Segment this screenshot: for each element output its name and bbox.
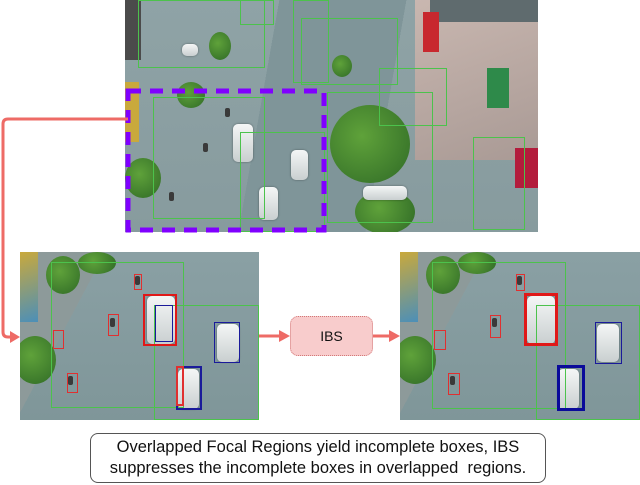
focal-region: [293, 0, 329, 83]
cyclist: [135, 276, 140, 285]
detection-box: [134, 274, 142, 290]
detection-box: [516, 274, 525, 291]
tree: [177, 82, 205, 108]
car: [597, 324, 619, 362]
focal-region: [138, 0, 265, 68]
focal-region: [153, 97, 265, 219]
detection-box-blue: [214, 322, 240, 363]
car: [259, 187, 278, 220]
tree: [209, 32, 231, 60]
caption-line-2: suppresses the incomplete boxes in overl…: [109, 459, 527, 477]
building-roof: [430, 0, 538, 22]
cyclist: [517, 276, 522, 285]
detection-box: [434, 330, 446, 350]
cyclist: [68, 376, 73, 385]
yellow-building: [20, 252, 38, 322]
tree: [332, 55, 352, 77]
car: [363, 186, 407, 200]
detection-box: [448, 373, 460, 395]
focal-region: [379, 68, 447, 126]
car: [217, 324, 239, 362]
focal-region: [327, 92, 433, 223]
arrowhead-icon: [10, 331, 20, 343]
cyclist: [492, 318, 497, 327]
tree: [20, 336, 56, 384]
focal-region: [473, 137, 525, 230]
left-detection-image: [20, 252, 259, 420]
focal-region: [51, 262, 184, 408]
incomplete-box-red: [176, 366, 184, 406]
car: [182, 44, 198, 56]
car: [558, 369, 579, 409]
cyclist: [169, 192, 174, 201]
detection-box: [490, 315, 501, 338]
focal-region: [240, 0, 274, 25]
top-aerial-image: [125, 0, 538, 232]
tree: [125, 158, 161, 198]
sign-green: [487, 68, 509, 108]
car: [291, 150, 308, 180]
building-left: [125, 0, 141, 60]
cyclist: [450, 376, 455, 385]
tree: [330, 105, 410, 183]
incomplete-box-blue: [155, 305, 173, 342]
arrow-top-to-left: [1, 117, 128, 339]
focal-region: [432, 262, 566, 409]
tree: [458, 252, 496, 274]
tree: [400, 336, 436, 384]
arrowhead-icon: [279, 330, 290, 342]
detection-box-blue: [595, 322, 622, 364]
retained-box-red: [524, 293, 558, 346]
caption-line-1: Overlapped Focal Regions yield incomplet…: [116, 438, 520, 456]
sign-red: [423, 12, 439, 52]
cyclist: [203, 143, 208, 152]
right-detection-image: [400, 252, 640, 420]
focal-region: [154, 305, 259, 420]
arrowhead-icon: [389, 330, 400, 342]
detection-box: [53, 330, 64, 349]
focal-region: [301, 18, 398, 85]
car: [527, 296, 555, 344]
tree: [78, 252, 116, 274]
car: [147, 296, 175, 344]
sign-red-bottom: [515, 148, 538, 188]
caption-box: Overlapped Focal Regions yield incomplet…: [90, 433, 546, 483]
incomplete-box-red: [143, 294, 177, 346]
detection-box: [108, 314, 119, 336]
cyclist: [110, 318, 115, 327]
yellow-building: [400, 252, 418, 322]
ibs-label: IBS: [320, 328, 343, 344]
car: [233, 124, 253, 162]
cyclist: [225, 108, 230, 117]
ibs-node: IBS: [290, 316, 373, 356]
detection-box: [67, 373, 78, 393]
retained-box-blue: [557, 365, 585, 411]
